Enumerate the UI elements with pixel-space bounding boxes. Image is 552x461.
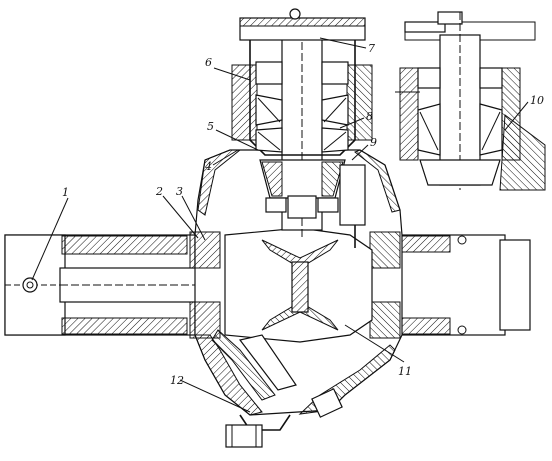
right-axle-housing <box>399 234 531 336</box>
label-1: 1 <box>62 186 69 199</box>
label-11: 11 <box>398 365 412 378</box>
label-6: 6 <box>205 56 212 69</box>
differential-carrier <box>189 227 401 343</box>
drain-plug <box>225 424 263 448</box>
label-12: 12 <box>170 374 184 387</box>
label-9: 9 <box>370 136 377 149</box>
inset-view-alternative-pinion-mounting <box>395 11 546 191</box>
label-7: 7 <box>368 42 375 55</box>
oil-tube <box>339 164 366 248</box>
left-axle-housing <box>4 234 196 336</box>
ring-gear <box>211 329 297 401</box>
label-10: 10 <box>530 94 544 107</box>
label-5: 5 <box>207 120 214 133</box>
pinion-bearing-housing <box>231 8 373 156</box>
drive-pinion-shaft <box>259 20 346 240</box>
part-labels: 1 2 3 4 5 6 7 8 9 10 11 12 <box>62 42 544 387</box>
label-2: 2 <box>155 185 163 198</box>
label-4: 4 <box>204 160 212 173</box>
label-3: 3 <box>176 185 183 198</box>
breather-fitting <box>311 388 343 418</box>
leader-lines <box>31 37 529 413</box>
label-8: 8 <box>366 110 373 123</box>
